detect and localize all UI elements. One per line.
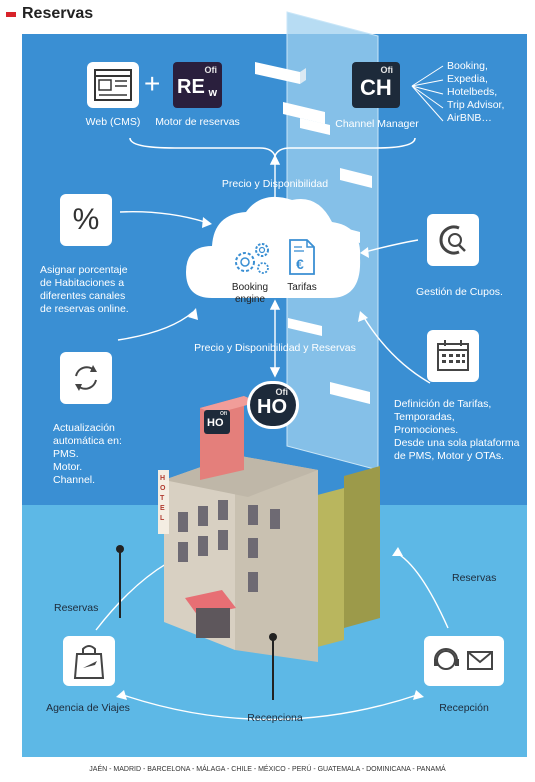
tarifas-document-icon (289, 239, 315, 275)
hotel-ho-logo: Ofi HO (250, 384, 296, 426)
booking-engine-label: Booking engine (231, 282, 269, 305)
recepcion-label: Recepción (439, 702, 489, 714)
channel-item: Expedia, (447, 73, 488, 85)
channel-manager-label: Channel Manager (335, 118, 419, 130)
precio-disponibilidad-label: Precio y Disponibilidad (221, 178, 329, 190)
reservas-left-label: Reservas (54, 602, 99, 614)
motor-reservas-label: Motor de reservas (155, 116, 240, 128)
agencia-label: Agencia de Viajes (46, 702, 130, 714)
roof-logo-small: Ofi (220, 411, 227, 417)
web-cms-icon (87, 62, 139, 108)
motor-logo-sub: w (208, 87, 217, 99)
web-cms-label: Web (CMS) (85, 116, 141, 128)
footer-cities: JAÉN - MADRID - BARCELONA - MÁLAGA - CHI… (89, 766, 446, 773)
page-title: Reservas (22, 5, 94, 22)
percent-icon: % (60, 194, 112, 246)
plus-sign: + (144, 68, 161, 99)
motor-logo-big: RE (177, 76, 205, 98)
ho-logo-big: HO (257, 396, 287, 418)
calendar-icon (427, 330, 479, 382)
ho-logo-small: Ofi (275, 387, 289, 397)
roof-logo-big: HO (207, 417, 224, 429)
channel-item: Hotelbeds, (447, 86, 498, 98)
percent-label: Asignar porcentaje de Habitaciones a dif… (40, 264, 129, 315)
cupos-search-icon (427, 214, 479, 266)
motor-reservas-logo: Ofi RE w (173, 62, 222, 108)
cupos-label: Gestión de Cupos. (416, 286, 503, 298)
recepciona-label: Recepciona (247, 712, 303, 724)
channel-logo-big: CH (360, 75, 392, 100)
motor-logo-small: Ofi (204, 65, 218, 75)
tarifas-definicion-label: Definición de Tarifas, Temporadas, Promo… (394, 398, 520, 462)
travel-agency-bag-icon (63, 636, 115, 686)
channel-item: Booking, (447, 60, 488, 72)
hotel-sign-text: HOTEL (160, 475, 166, 522)
reception-headset-mail-icon (424, 636, 504, 686)
euro-symbol: € (296, 256, 304, 272)
tarifas-label: Tarifas (287, 282, 317, 293)
percent-symbol: % (72, 203, 100, 236)
header-accent-bar (6, 12, 16, 17)
gears-icon (235, 243, 269, 274)
hotel-roof-ho-logo: Ofi HO (204, 410, 230, 434)
channel-manager-logo: Ofi CH (352, 62, 400, 108)
channel-list: Booking, Expedia, Hotelbeds, Trip Adviso… (447, 60, 504, 125)
update-label: Actualización automática en: PMS. Motor.… (53, 422, 122, 486)
refresh-icon (60, 352, 112, 404)
channel-logo-small: Ofi (380, 65, 394, 75)
precio-disponibilidad-reservas-label: Precio y Disponibilidad y Reservas (194, 342, 356, 354)
channel-item: Trip Advisor, (447, 99, 505, 111)
channel-item: AirBNB… (447, 112, 492, 124)
reservas-right-label: Reservas (452, 572, 497, 584)
